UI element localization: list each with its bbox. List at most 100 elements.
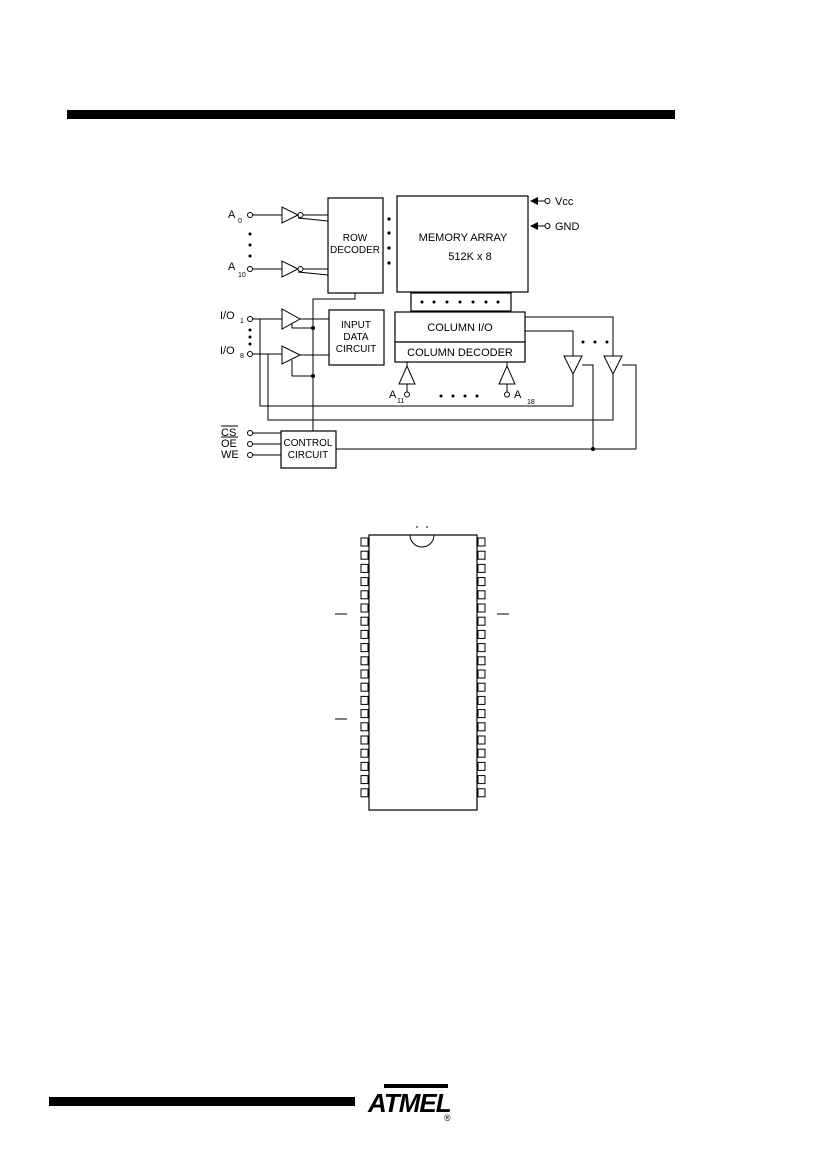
a11-label: A bbox=[389, 389, 397, 401]
package-pin-right bbox=[477, 643, 486, 653]
footer-rule bbox=[49, 1097, 355, 1106]
package-pin-left bbox=[360, 643, 369, 653]
package-pin-left bbox=[360, 735, 369, 745]
package-pin-right bbox=[477, 603, 486, 613]
package-body bbox=[368, 534, 478, 811]
svg-text:18: 18 bbox=[527, 399, 535, 406]
package-pin-right bbox=[477, 577, 486, 587]
package-pin-right bbox=[477, 550, 486, 560]
io1-input: I/O 1 bbox=[220, 308, 329, 330]
io8-input: I/O 8 bbox=[220, 345, 329, 378]
column-decoder-label: COLUMN DECODER bbox=[407, 347, 513, 359]
package-pin-right bbox=[477, 709, 486, 719]
package-pin-left bbox=[360, 722, 369, 732]
package-pin-left bbox=[360, 590, 369, 600]
package-pin-right bbox=[477, 563, 486, 573]
package-pin-left bbox=[360, 603, 369, 613]
oe-input: OE bbox=[221, 436, 281, 450]
header-rule bbox=[67, 110, 675, 119]
package-pin-right bbox=[477, 656, 486, 666]
input-data-label-2: DATA bbox=[343, 332, 369, 343]
a18-input: A 18 bbox=[498, 362, 535, 406]
a0-label: A bbox=[228, 209, 236, 221]
io8-label: I/O bbox=[220, 345, 235, 357]
column-bus-dots bbox=[420, 300, 500, 304]
control-label-2: CIRCUIT bbox=[288, 450, 329, 461]
package-pin-right bbox=[477, 629, 486, 639]
vcc-pin: Vcc bbox=[530, 196, 574, 208]
a18-label: A bbox=[514, 389, 522, 401]
package-pin-left bbox=[360, 656, 369, 666]
package-pin-right bbox=[477, 682, 486, 692]
package-pin-left bbox=[360, 629, 369, 639]
memory-array-label-1: MEMORY ARRAY bbox=[419, 232, 508, 244]
package-pin-left bbox=[360, 709, 369, 719]
package-pin-right bbox=[477, 537, 486, 547]
column-io-label: COLUMN I/O bbox=[427, 322, 493, 334]
package-notch bbox=[409, 534, 435, 548]
io8-output-line bbox=[267, 354, 614, 421]
input-data-label-1: INPUT bbox=[341, 320, 371, 331]
memory-array-label-2: 512K x 8 bbox=[448, 251, 491, 263]
package-pin-left bbox=[360, 550, 369, 560]
io1-label: I/O bbox=[220, 310, 235, 322]
package-pin-right bbox=[477, 735, 486, 745]
package-pin-right bbox=[477, 590, 486, 600]
address-dots bbox=[248, 232, 252, 258]
package-pin-left bbox=[360, 695, 369, 705]
package-pin-right bbox=[477, 748, 486, 758]
svg-text:10: 10 bbox=[238, 272, 246, 279]
column-io-out-8 bbox=[525, 316, 614, 356]
package-pin-left bbox=[360, 669, 369, 679]
buffer-enable-1 bbox=[582, 364, 594, 449]
package-pin-left bbox=[360, 748, 369, 758]
package-pin-left bbox=[360, 682, 369, 692]
a11-input: A 11 bbox=[389, 362, 416, 405]
package-pin-left bbox=[360, 537, 369, 547]
a10-input: A 10 bbox=[228, 260, 329, 279]
buffer-enable-8 bbox=[336, 364, 637, 450]
svg-text:1: 1 bbox=[240, 318, 244, 325]
package-pin-right bbox=[477, 761, 486, 771]
package-pin-right bbox=[477, 695, 486, 705]
package-pin-left bbox=[360, 761, 369, 771]
package-pin-left bbox=[360, 616, 369, 626]
output-buffer-dots bbox=[581, 340, 609, 344]
right-pins bbox=[477, 537, 486, 798]
row-decoder-label-1: ROW bbox=[343, 233, 368, 244]
memory-array-block bbox=[396, 195, 529, 293]
input-data-label-3: CIRCUIT bbox=[336, 344, 377, 355]
a0-input: A 0 bbox=[228, 206, 329, 225]
column-io-out-1 bbox=[525, 330, 574, 356]
package-pin-right bbox=[477, 669, 486, 679]
package-pin-right bbox=[477, 788, 486, 798]
package-pin-left bbox=[360, 775, 369, 785]
package-pin-right bbox=[477, 775, 486, 785]
atmel-logo-text: ATMEL bbox=[368, 1088, 452, 1118]
svg-text:0: 0 bbox=[238, 218, 242, 225]
column-io-block bbox=[394, 311, 526, 343]
cs-label: CS bbox=[221, 427, 236, 439]
io1-output-line bbox=[259, 319, 574, 407]
input-data-circuit-block bbox=[328, 309, 385, 366]
gnd-pin: GND bbox=[530, 221, 580, 233]
io-dots bbox=[248, 328, 252, 346]
gnd-label: GND bbox=[555, 221, 580, 233]
control-label-1: CONTROL bbox=[284, 438, 333, 449]
svg-text:8: 8 bbox=[240, 353, 244, 360]
we-input: WE bbox=[221, 449, 281, 461]
package-pin-right bbox=[477, 722, 486, 732]
vcc-label: Vcc bbox=[555, 196, 574, 208]
registered-mark: ® bbox=[444, 1113, 451, 1123]
oe-label: OE bbox=[221, 438, 237, 450]
package-pin-left bbox=[360, 563, 369, 573]
package-pin-left bbox=[360, 788, 369, 798]
package-pin-left bbox=[360, 577, 369, 587]
atmel-logo: ATMEL ® bbox=[366, 1084, 456, 1124]
package-pin-right bbox=[477, 616, 486, 626]
row-decoder-control-line bbox=[312, 293, 356, 431]
column-decoder-block bbox=[394, 341, 526, 363]
control-circuit-block bbox=[280, 430, 337, 469]
